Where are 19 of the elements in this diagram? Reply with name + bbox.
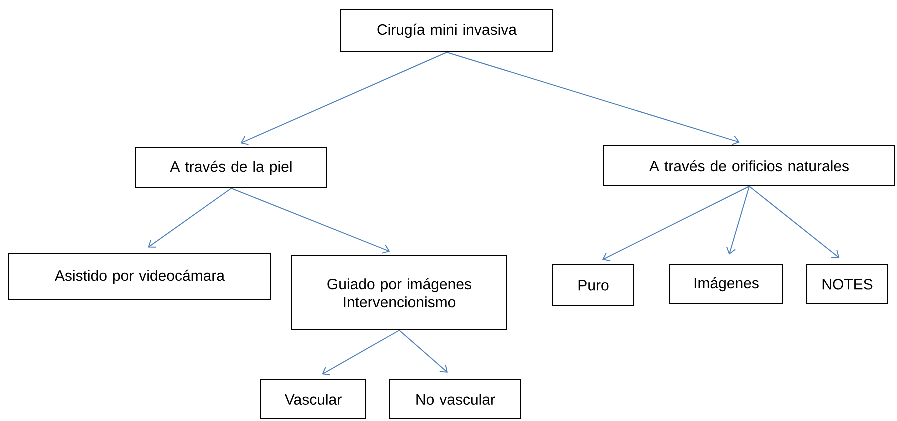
category-box: Imágenes [670, 264, 784, 304]
arrow [446, 52, 740, 146]
arrow [399, 330, 448, 373]
category-box: Cirugía mini invasiva [340, 10, 554, 52]
category-box: Vascular [260, 380, 366, 420]
category-box: A través de la piel [136, 148, 328, 188]
arrow [148, 188, 232, 248]
arrow [240, 52, 448, 146]
arrow [726, 186, 750, 255]
category-box: Asistido por videocámara [8, 254, 272, 300]
category-box: Puro [552, 264, 634, 306]
category-box: No vascular [390, 380, 522, 420]
arrow [749, 186, 840, 258]
arrow [322, 330, 400, 376]
category-box: NOTES [806, 264, 888, 304]
arrow [602, 186, 750, 262]
category-box: A través de orificios naturales [604, 146, 896, 186]
category-box: Guiado por imágenes Intervencionismo [292, 256, 508, 330]
arrow [231, 188, 390, 254]
